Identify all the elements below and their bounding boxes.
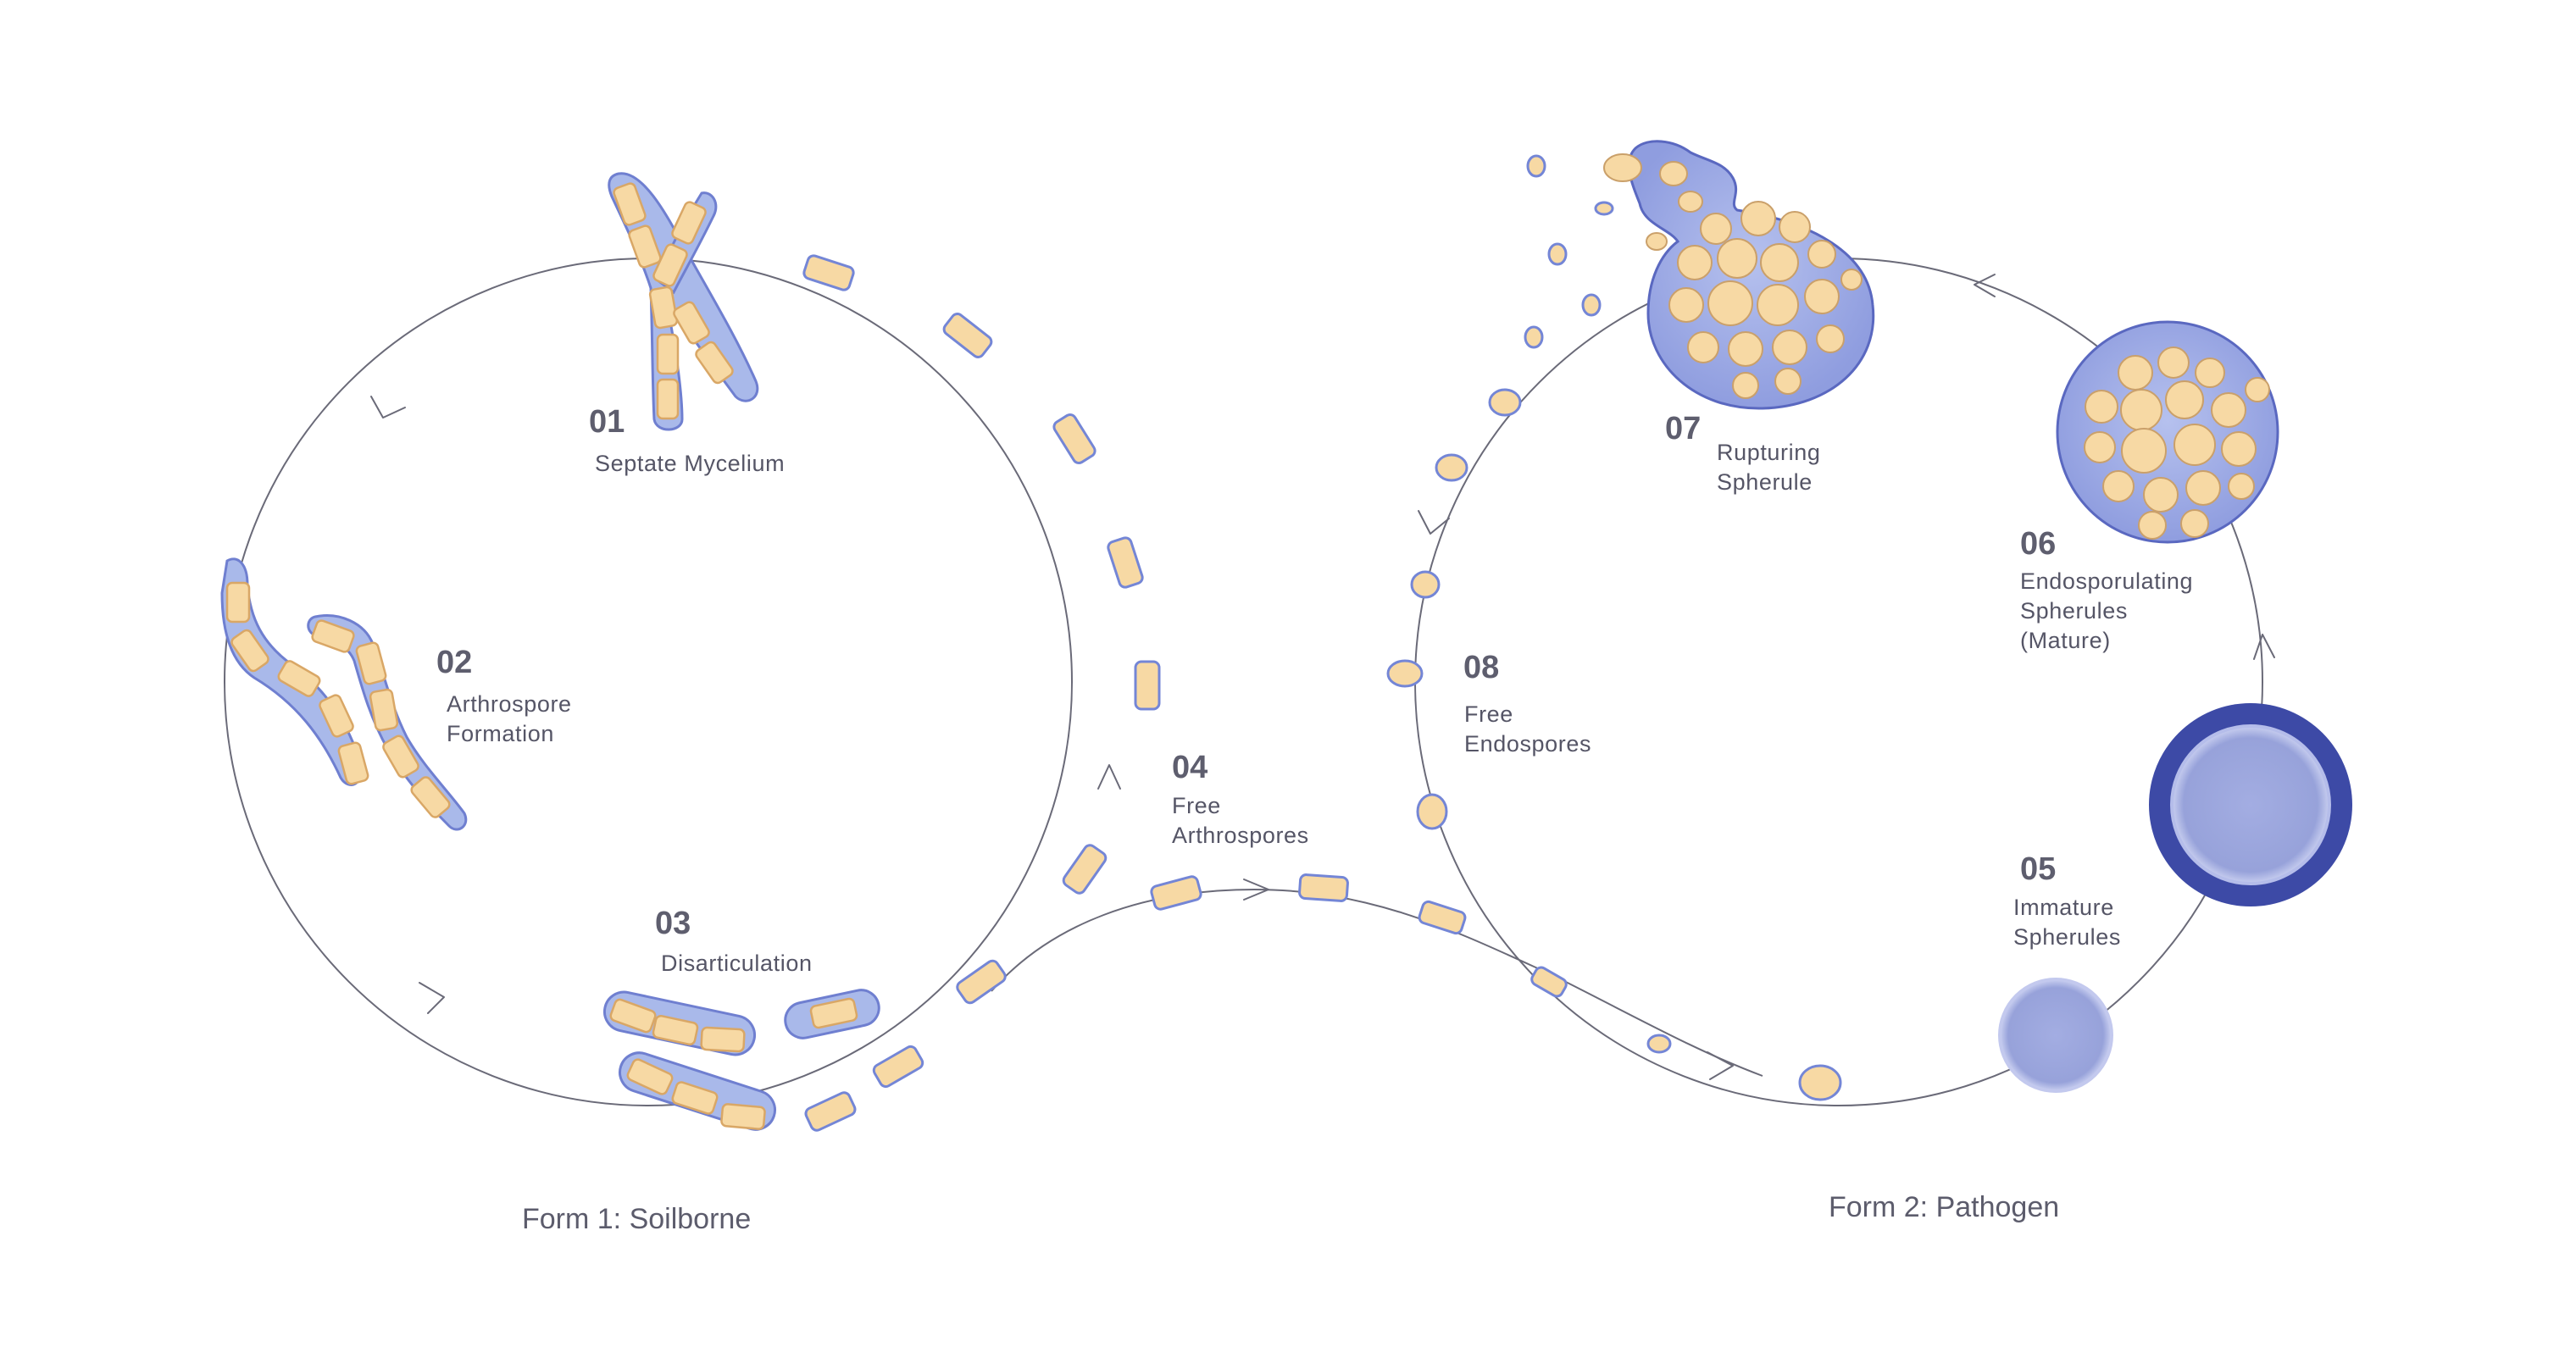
stage-08-label: 08 Free Endospores bbox=[1463, 650, 1591, 757]
arthrospore-formation-illustration bbox=[220, 557, 468, 831]
form-2-caption: Form 2: Pathogen bbox=[1829, 1191, 2059, 1223]
cycle-arrow bbox=[370, 396, 406, 419]
stage-label: Free bbox=[1172, 793, 1221, 818]
septate-mycelium-illustration bbox=[608, 172, 759, 431]
stage-number: 08 bbox=[1463, 650, 1499, 685]
stage-06-label: 06 Endosporulating Spherules (Mature) bbox=[2020, 526, 2193, 653]
stage-07-label: 07 Rupturing Spherule bbox=[1665, 411, 1820, 495]
stage-label: Free bbox=[1464, 701, 1513, 727]
stage-label: Rupturing bbox=[1717, 440, 1820, 465]
stage-label: Immature bbox=[2013, 895, 2114, 920]
stage-label: Endosporulating bbox=[2020, 568, 2193, 594]
immature-spherules-illustration bbox=[1998, 703, 2352, 1093]
stage-label: Spherule bbox=[1717, 469, 1813, 495]
stage-number: 07 bbox=[1665, 411, 1701, 446]
stage-05-label: 05 Immature Spherules bbox=[2013, 851, 2121, 950]
cycle-arrow bbox=[1974, 274, 1996, 297]
stage-label: Endospores bbox=[1464, 731, 1591, 757]
free-endospores bbox=[1386, 154, 1842, 1101]
soilborne-cycle-ring bbox=[224, 258, 1073, 1106]
stage-number: 05 bbox=[2020, 851, 2056, 887]
stage-number: 01 bbox=[589, 404, 625, 440]
disarticulation-illustration bbox=[602, 989, 924, 1132]
stage-label: Spherules bbox=[2020, 598, 2128, 624]
form-1-caption: Form 1: Soilborne bbox=[522, 1203, 751, 1235]
rupturing-spherule-illustration bbox=[1603, 140, 1875, 410]
stage-label: Spherules bbox=[2013, 924, 2121, 950]
stage-label: Disarticulation bbox=[661, 951, 813, 976]
stage-01-label: 01 Septate Mycelium bbox=[589, 404, 785, 476]
stage-number: 04 bbox=[1172, 750, 1208, 785]
mature-spherule-illustration bbox=[2056, 320, 2279, 544]
stage-04-label: 04 Free Arthrospores bbox=[1172, 750, 1309, 848]
stage-label: (Mature) bbox=[2020, 628, 2111, 653]
stage-label: Arthrospore bbox=[447, 691, 572, 717]
free-arthrospores bbox=[802, 254, 1672, 1054]
cycle-arrow bbox=[1418, 510, 1450, 535]
cycle-arrow bbox=[2253, 634, 2275, 660]
stage-number: 02 bbox=[436, 645, 472, 680]
cycle-arrow bbox=[1097, 764, 1121, 790]
stage-number: 06 bbox=[2020, 526, 2056, 562]
stage-label: Arthrospores bbox=[1172, 823, 1309, 848]
transition-arrow bbox=[1707, 1051, 1734, 1080]
stage-03-label: 03 Disarticulation bbox=[655, 906, 813, 976]
stage-label: Septate Mycelium bbox=[595, 451, 785, 476]
stage-02-label: 02 Arthrospore Formation bbox=[436, 645, 572, 746]
cycle-arrow bbox=[419, 982, 445, 1014]
transition-arrow bbox=[1243, 879, 1269, 901]
stage-label: Formation bbox=[447, 721, 554, 746]
stage-number: 03 bbox=[655, 906, 691, 941]
transition-curve bbox=[991, 888, 1763, 1077]
small-immature-spherule bbox=[1998, 978, 2113, 1093]
